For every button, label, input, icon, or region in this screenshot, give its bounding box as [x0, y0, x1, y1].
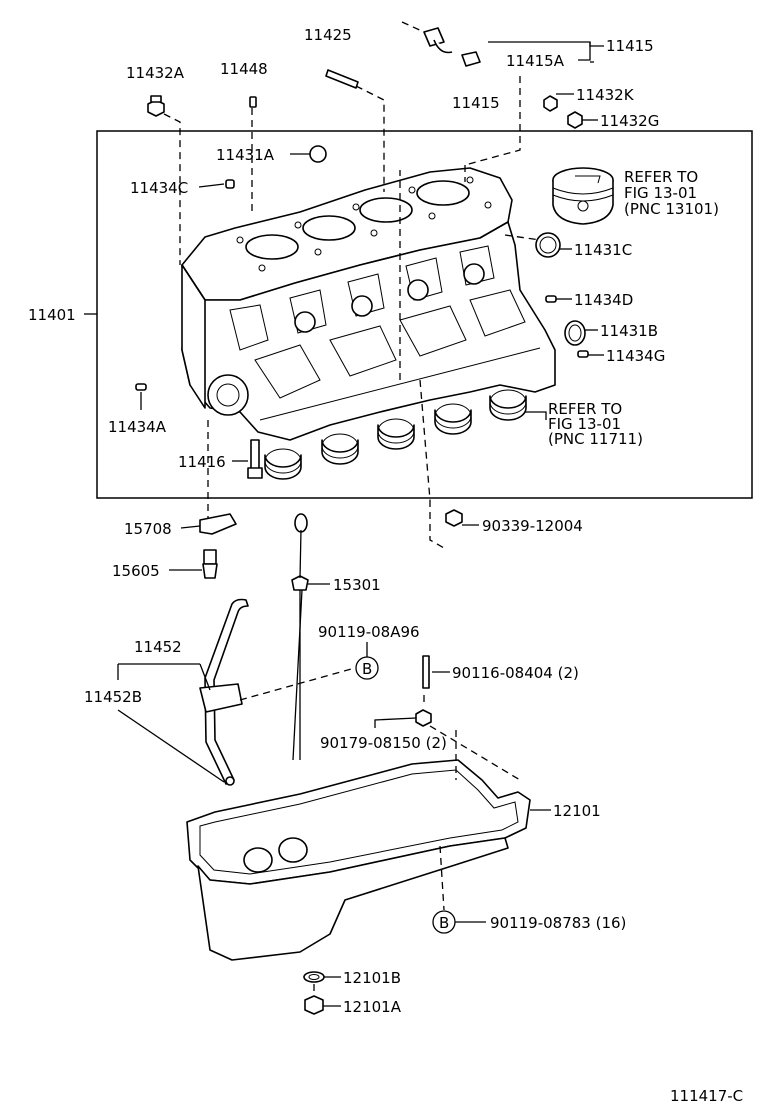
label-90119-08783: 90119-08783 (16)	[490, 914, 626, 932]
label-11431A: 11431A	[216, 146, 275, 164]
oil-drain-plug-icon	[304, 995, 324, 1015]
label-11448: 11448	[220, 60, 268, 78]
label-11452B: 11452B	[84, 688, 142, 706]
dowel-pin-icon	[135, 96, 589, 391]
leader-lines	[84, 41, 604, 1007]
label-90119-08A96: 90119-08A96	[318, 623, 420, 641]
label-refer1-line2: FIG 13-01	[624, 184, 697, 202]
label-11432A: 11432A	[126, 64, 185, 82]
label-11434D: 11434D	[574, 291, 633, 309]
label-circle-b-1: B	[362, 660, 372, 678]
label-15301: 15301	[333, 576, 381, 594]
screw-plug-icon	[543, 95, 583, 129]
label-12101A: 12101A	[343, 998, 402, 1016]
label-90339-12004: 90339-12004	[482, 517, 583, 535]
label-refer2-line1: REFER TO	[548, 400, 622, 418]
oil-pan-icon	[186, 759, 531, 961]
label-15708: 15708	[124, 520, 172, 538]
label-15605: 15605	[112, 562, 160, 580]
label-11434C: 11434C	[130, 179, 188, 197]
label-11431B: 11431B	[600, 322, 658, 340]
label-12101B: 12101B	[343, 969, 401, 987]
bolt-icon	[247, 439, 263, 479]
label-11432G: 11432G	[600, 112, 659, 130]
main-bearing-icon	[264, 389, 527, 480]
label-11415A: 11415A	[506, 52, 565, 70]
label-11432K: 11432K	[576, 86, 635, 104]
label-11415-top: 11415	[606, 37, 654, 55]
label-refer1-line1: REFER TO	[624, 168, 698, 186]
label-11431C: 11431C	[574, 241, 632, 259]
label-11434G: 11434G	[606, 347, 665, 365]
nut-90179-icon	[415, 709, 432, 727]
oil-pressure-switch-icon	[199, 513, 237, 579]
label-circle-b-2: B	[439, 914, 449, 932]
dashed-assembly-lines	[163, 21, 541, 996]
label-refer2-line3: (PNC 11711)	[548, 430, 643, 448]
union-fitting-icon	[423, 27, 481, 67]
stud-90116-icon	[422, 655, 430, 689]
drain-plug-icon	[147, 95, 165, 117]
label-11434A: 11434A	[108, 418, 167, 436]
label-12101: 12101	[553, 802, 601, 820]
plug-90339-icon	[445, 509, 463, 527]
label-11401: 11401	[28, 306, 76, 324]
oil-level-gauge-icon	[291, 513, 309, 761]
label-90179-08150: 90179-08150 (2)	[320, 734, 447, 752]
label-refer1-line3: (PNC 13101)	[624, 200, 719, 218]
label-11425: 11425	[304, 26, 352, 44]
dipstick-guide-icon	[199, 598, 249, 786]
piston-icon	[552, 167, 614, 225]
drain-gasket-icon	[303, 971, 325, 983]
label-11416: 11416	[178, 453, 226, 471]
label-11415-mid: 11415	[452, 94, 500, 112]
figure-id: 111417-C	[670, 1087, 743, 1105]
label-90116-08404: 90116-08404 (2)	[452, 664, 579, 682]
label-11452: 11452	[134, 638, 182, 656]
cylinder-block-icon	[181, 167, 556, 441]
stud-bolt-icon	[325, 69, 359, 89]
label-refer2-line2: FIG 13-01	[548, 415, 621, 433]
